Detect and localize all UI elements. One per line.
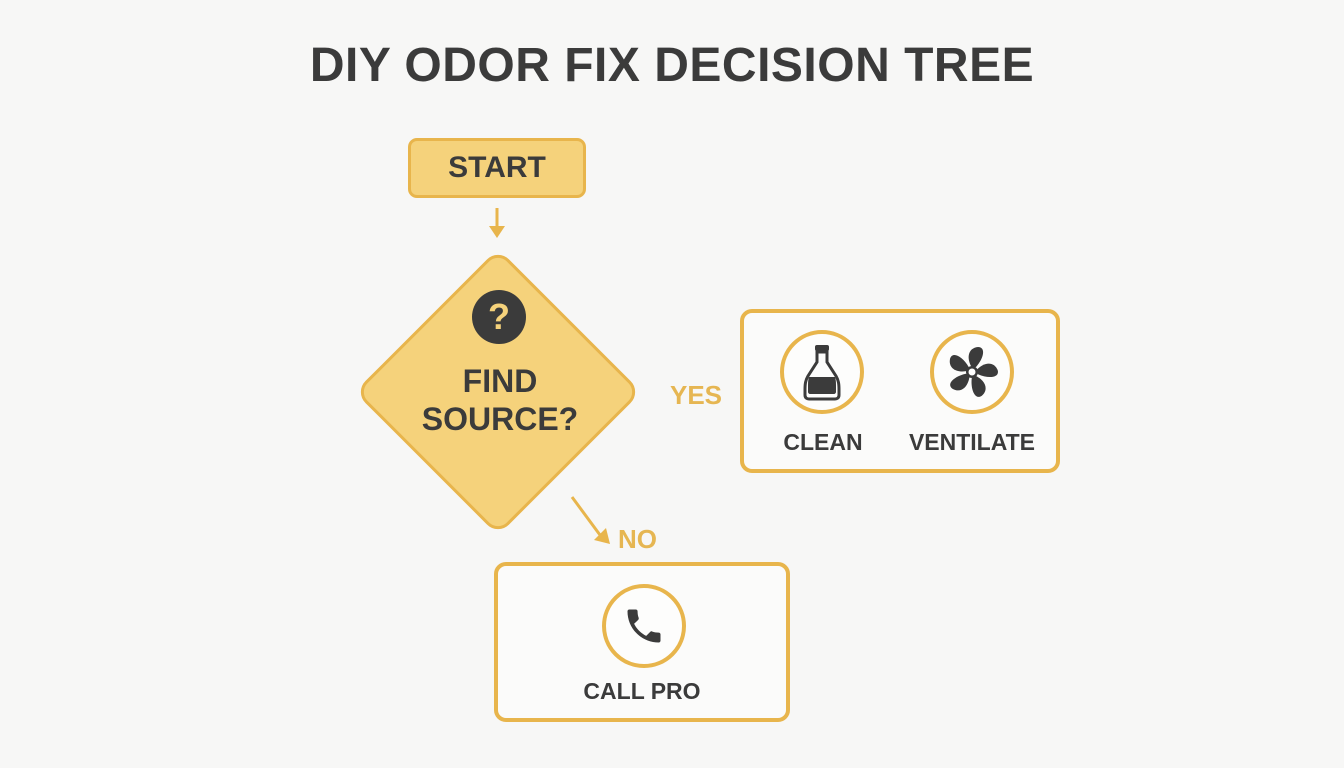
start-label: START (448, 151, 546, 184)
fan-icon (930, 330, 1014, 414)
page-title: DIY ODOR FIX DECISION TREE (309, 39, 1035, 92)
clean-label: CLEAN (783, 429, 863, 455)
bottle-icon (780, 330, 864, 414)
start-node: START (408, 138, 586, 198)
decision-label-line1: FIND (462, 363, 538, 399)
decision-label: FIND SOURCE? (380, 362, 620, 438)
no-label: NO (618, 524, 657, 554)
arrow-no-icon (570, 496, 610, 544)
yes-actions-box: CLEAN VENTILATE (740, 309, 1060, 473)
phone-icon (602, 584, 686, 668)
decision-diamond (360, 254, 636, 530)
arrow-down-icon (489, 208, 505, 238)
decision-label-line2: SOURCE? (421, 401, 579, 437)
call-pro-label: CALL PRO (583, 678, 701, 704)
yes-label: YES (670, 380, 723, 410)
ventilate-label: VENTILATE (908, 429, 1036, 455)
no-actions-box: CALL PRO (494, 562, 790, 722)
question-mark-icon: ? (472, 290, 526, 344)
